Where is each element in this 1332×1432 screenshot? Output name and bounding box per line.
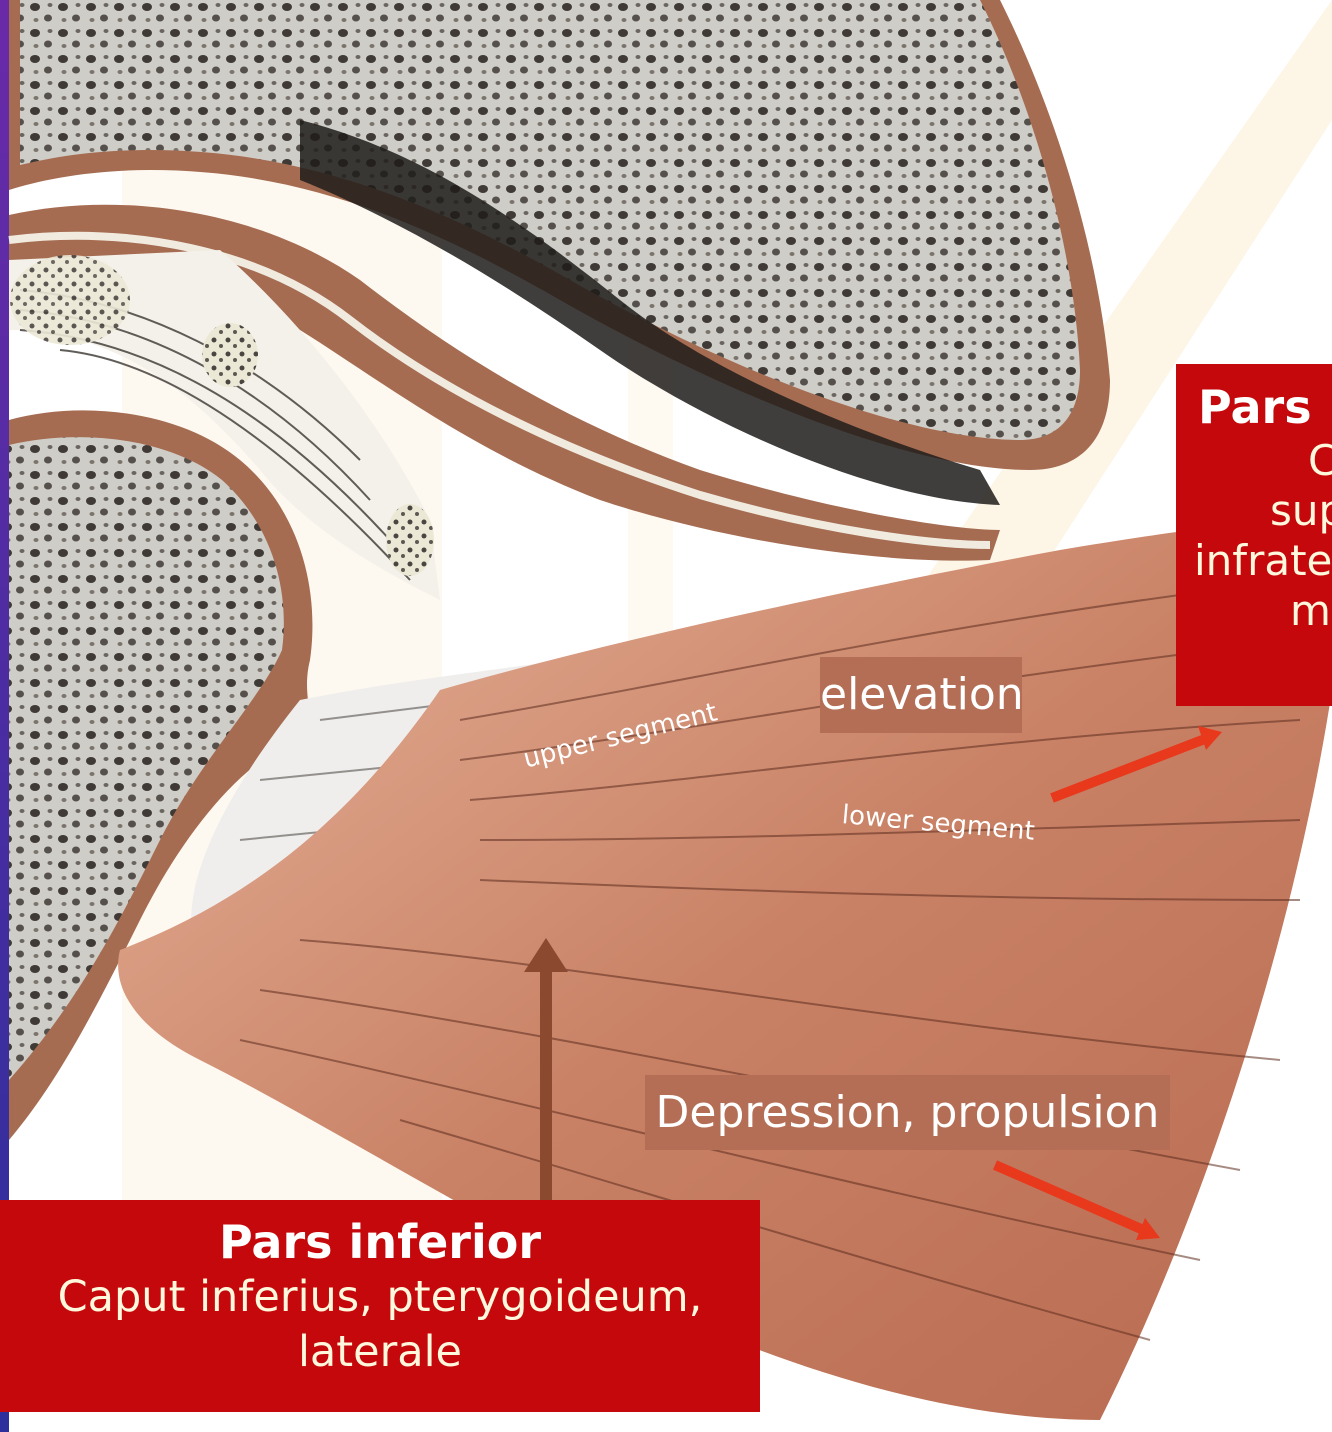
fat-cluster [386,504,434,576]
pars-superior-line4: m [1198,586,1332,636]
fat-pad [10,255,130,345]
fat-cluster [202,323,258,387]
pars-superior-line1: C [1198,436,1332,486]
pars-inferior-line1: Caput inferius, pterygoideum, [0,1270,760,1325]
pars-inferior-box: Pars inferior Caput inferius, pterygoide… [0,1200,760,1412]
pars-inferior-line2: laterale [0,1325,760,1380]
elevation-label: elevation [820,657,1022,733]
pars-superior-line3: infrate [1194,536,1332,586]
depression-propulsion-label: Depression, propulsion [645,1075,1170,1150]
pars-superior-title: Pars [1198,378,1332,436]
pars-superior-line2: sup [1198,486,1332,536]
pars-inferior-title: Pars inferior [0,1214,760,1270]
pars-superior-box: Pars C sup infrate m [1176,364,1332,706]
